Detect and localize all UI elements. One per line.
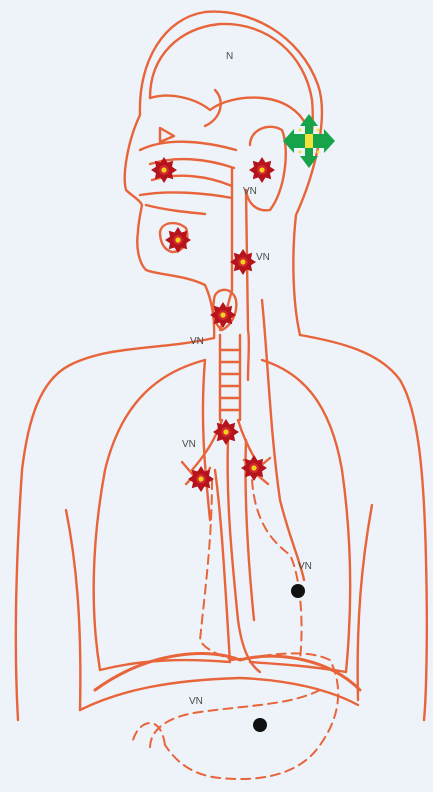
red-star-burst-icon — [213, 419, 239, 445]
red-star-burst-icon — [249, 157, 275, 183]
shoulder-left — [16, 338, 214, 720]
pharynx-right — [246, 190, 249, 380]
red-star-burst-icon — [165, 227, 191, 253]
dashed-nerve-right — [252, 480, 302, 660]
red-star-burst-icon — [241, 455, 267, 481]
nasal-upper — [140, 142, 236, 150]
dashed-intestine — [150, 690, 320, 748]
black-dot-icon — [253, 718, 267, 732]
label-vn-neck: VN — [256, 252, 270, 263]
label-vn-trachea: VN — [190, 336, 204, 347]
mouth-line — [146, 205, 205, 214]
dashed-stomach — [165, 653, 338, 779]
label-vn-lower: VN — [189, 696, 203, 707]
brain-fold-1 — [150, 96, 262, 110]
red-star-burst-icon — [151, 157, 177, 183]
green-four-way-arrow-icon — [283, 114, 335, 168]
arm-inner-right — [358, 505, 372, 700]
brain-fold-3 — [262, 98, 306, 125]
label-n: N — [226, 51, 233, 62]
label-vn-nasal: VN — [243, 186, 257, 197]
diaphragm — [95, 654, 360, 690]
red-star-burst-icon — [188, 466, 214, 492]
eye-shape — [160, 128, 174, 142]
arm-inner-left — [66, 510, 80, 710]
vagus-line-left — [203, 360, 210, 520]
lung-right — [250, 360, 350, 672]
vagus-line-right — [262, 300, 304, 580]
label-vn-bronchi: VN — [182, 439, 196, 450]
red-star-burst-icon — [230, 249, 256, 275]
palate — [140, 192, 232, 198]
abdomen-right — [240, 678, 358, 705]
black-dot-icon — [291, 584, 305, 598]
shoulder-right — [300, 335, 427, 720]
bronchus-left — [192, 420, 222, 470]
red-star-burst-icon — [210, 302, 236, 328]
label-vn-abdomen: VN — [298, 561, 312, 572]
